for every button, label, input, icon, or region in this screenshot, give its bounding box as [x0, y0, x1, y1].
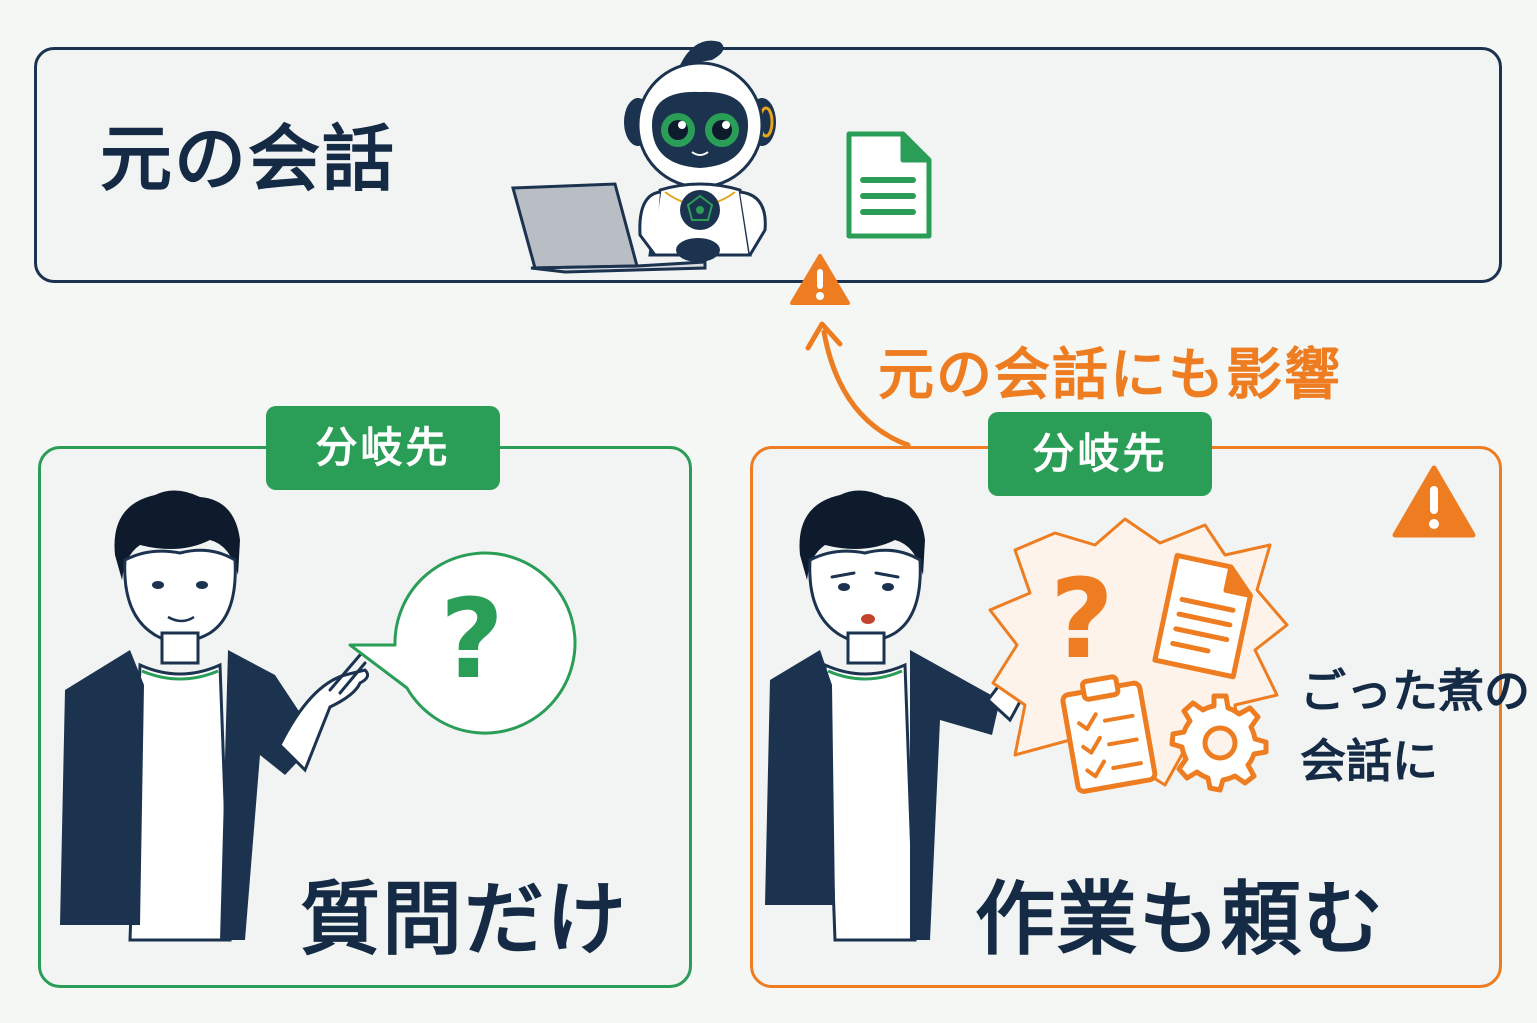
branch-badge-left: 分岐先 [266, 406, 500, 490]
person-icon [765, 490, 1047, 942]
laptop-icon [511, 182, 707, 274]
gear-icon [1169, 693, 1269, 793]
original-conversation-title: 元の会話 [100, 117, 397, 201]
warning-icon [1392, 465, 1476, 538]
messy-note-line2: 会話に [1300, 734, 1438, 788]
impact-label: 元の会話にも影響 [878, 343, 1342, 408]
question-icon: ? [440, 575, 504, 703]
robot-icon [624, 40, 776, 262]
warning-icon [790, 254, 850, 305]
arrow-up-icon [805, 321, 911, 448]
branch-left-caption: 質問だけ [300, 873, 628, 966]
person-icon [60, 490, 370, 942]
document-icon [846, 131, 932, 239]
speech-bubble [348, 551, 577, 735]
clipboard-icon [1060, 674, 1158, 794]
question-icon: ? [1050, 555, 1114, 683]
document-icon [1152, 552, 1253, 680]
branch-badge-right: 分岐先 [988, 412, 1212, 496]
original-conversation-panel [34, 47, 1502, 283]
branch-right-caption: 作業も頼む [975, 873, 1385, 966]
messy-note-line1: ごった煮の [1300, 664, 1530, 718]
